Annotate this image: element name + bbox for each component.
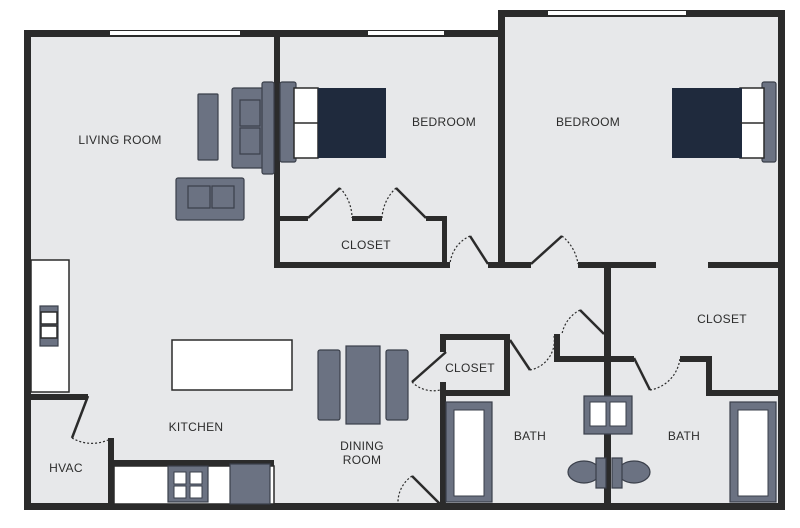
kitchen-fixtures <box>30 259 293 505</box>
walls <box>24 10 785 510</box>
dining-room-label-line2: ROOM <box>343 453 382 467</box>
living-room-furniture <box>175 81 275 221</box>
hvac-label: HVAC <box>49 461 83 475</box>
bath-1-label: BATH <box>514 429 546 443</box>
doors <box>70 187 681 505</box>
bath-2-label: BATH <box>668 429 700 443</box>
bedroom-1-label: BEDROOM <box>412 115 476 129</box>
bedroom-1-bed <box>279 81 386 163</box>
closet-1-label: CLOSET <box>341 238 391 252</box>
bath-fixtures <box>445 395 777 503</box>
bedroom-2-bed <box>672 81 777 163</box>
dining-set <box>317 345 409 425</box>
coffee-table <box>197 93 219 161</box>
kitchen-label: KITCHEN <box>169 420 224 434</box>
dining-room-label-line1: DINING <box>340 439 384 453</box>
bedroom-2-label: BEDROOM <box>556 115 620 129</box>
closet-2-label: CLOSET <box>697 312 747 326</box>
fridge-icon <box>229 463 271 505</box>
kitchen-island <box>171 339 293 391</box>
room-labels: LIVING ROOM BEDROOM BEDROOM CLOSET CLOSE… <box>49 115 747 475</box>
windows <box>110 11 686 35</box>
closet-3-label: CLOSET <box>445 361 495 375</box>
counter-left <box>30 259 70 393</box>
living-room-label: LIVING ROOM <box>78 133 161 147</box>
